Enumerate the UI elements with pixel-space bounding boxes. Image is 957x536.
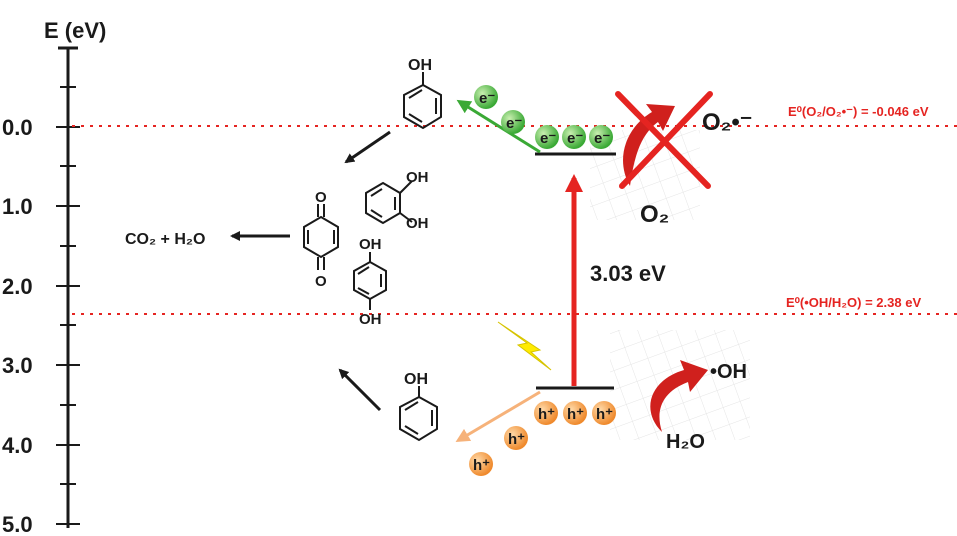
degradation-arrow-top bbox=[344, 130, 391, 164]
axis-title: E (eV) bbox=[44, 18, 106, 43]
forbidden-cross-icon bbox=[615, 91, 713, 189]
holes bbox=[469, 401, 616, 476]
electron-label: e⁻ bbox=[594, 130, 610, 147]
superoxide-label: O₂•⁻ bbox=[702, 109, 752, 136]
tick-label-4: 4.0 bbox=[2, 433, 33, 458]
hydroquinone-molecule bbox=[353, 252, 387, 310]
benzoquinone-o-label-1: O bbox=[315, 189, 327, 206]
oxygen-label: O₂ bbox=[640, 201, 669, 228]
phenol-molecule-top bbox=[403, 72, 442, 130]
hole-label: h⁺ bbox=[538, 406, 555, 423]
hydroxyl-label: •OH bbox=[710, 361, 747, 383]
tick-label-3: 3.0 bbox=[2, 353, 33, 378]
tick-label-2: 2.0 bbox=[2, 274, 33, 299]
hydroquinone-oh-label-2: OH bbox=[359, 311, 382, 328]
light-bolt-icon bbox=[497, 321, 552, 371]
degradation-arrow-bottom bbox=[338, 368, 382, 412]
tick-label-1: 1.0 bbox=[2, 194, 33, 219]
electron-label: e⁻ bbox=[479, 90, 495, 107]
superoxide-potential-label: E⁰(O₂/O₂•⁻) = -0.046 eV bbox=[788, 104, 929, 119]
electron-label: e⁻ bbox=[567, 130, 583, 147]
products-label: CO₂ + H₂O bbox=[125, 231, 205, 248]
electron-label: e⁻ bbox=[540, 130, 556, 147]
benzoquinone-molecule bbox=[303, 204, 339, 270]
tick-label-5: 5.0 bbox=[2, 512, 33, 536]
hole-transfer-arrow bbox=[455, 390, 541, 443]
benzoquinone-o-label-2: O bbox=[315, 273, 327, 290]
hole-label: h⁺ bbox=[596, 406, 613, 423]
phenol-top-oh-label: OH bbox=[408, 57, 432, 74]
electron-transfer-arrow bbox=[456, 99, 541, 154]
water-label: H₂O bbox=[666, 431, 705, 453]
hole-label: h⁺ bbox=[508, 431, 525, 448]
tick-label-0: 0.0 bbox=[2, 115, 33, 140]
electron-label: e⁻ bbox=[506, 115, 522, 132]
catechol-oh-label-2: OH bbox=[406, 215, 429, 232]
band-gap-label: 3.03 eV bbox=[590, 261, 666, 286]
electrons bbox=[474, 85, 613, 149]
hydroxyl-potential-label: E⁰(•OH/H₂O) = 2.38 eV bbox=[786, 295, 921, 310]
hole-label: h⁺ bbox=[473, 457, 490, 474]
superoxide-reaction-arrow bbox=[623, 104, 675, 186]
phenol-molecule-bottom bbox=[399, 386, 438, 442]
catechol-molecule bbox=[365, 180, 413, 225]
hydroxyl-reaction-arrow bbox=[650, 360, 708, 432]
phenol-oh-label: OH bbox=[404, 371, 428, 388]
catechol-oh-label-1: OH bbox=[406, 169, 429, 186]
hole-label: h⁺ bbox=[567, 406, 584, 423]
hydroquinone-oh-label-1: OH bbox=[359, 236, 382, 253]
energy-axis bbox=[56, 46, 80, 528]
